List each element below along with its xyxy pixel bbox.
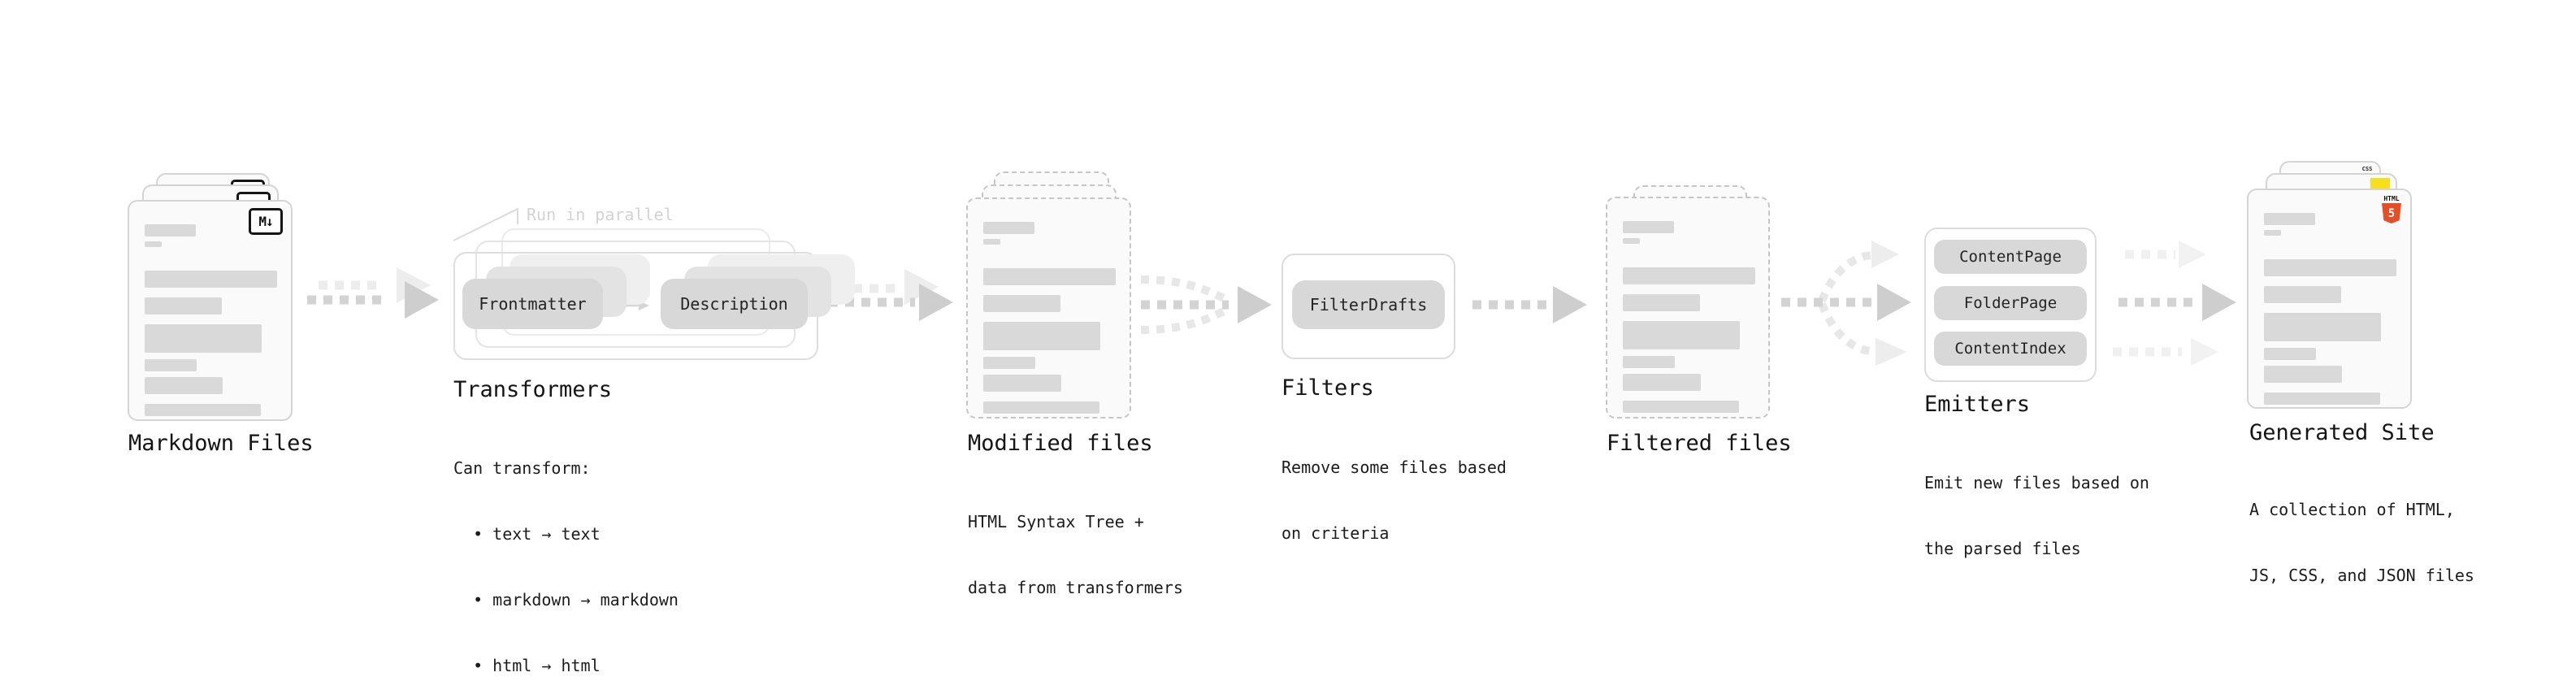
skeleton-bar	[2264, 348, 2316, 360]
arrow-modified-to-filters-converging	[1140, 275, 1272, 334]
description-line: • html → html	[453, 656, 601, 675]
skeleton-bar	[2264, 393, 2380, 405]
description-line: A collection of HTML,	[2249, 500, 2455, 519]
description-line: Emit new files based on	[1924, 473, 2149, 492]
arrow-transformers-to-modified	[829, 269, 953, 321]
skeleton-bar	[2264, 259, 2396, 276]
filters-description: Remove some files based on criteria	[1281, 413, 1507, 588]
skeleton-bar	[2264, 230, 2281, 236]
description-line: • text → text	[453, 524, 601, 544]
filtered-files-label: Filtered files	[1607, 431, 1792, 456]
emitter-contentpage-pill: ContentPage	[1934, 240, 2087, 274]
description-line: the parsed files	[1924, 539, 2081, 558]
skeleton-bar	[2264, 313, 2381, 341]
skeleton-bar	[1623, 374, 1701, 391]
markdown-files-label: Markdown Files	[128, 431, 314, 456]
generated-site-description: A collection of HTML, JS, CSS, and JSON …	[2249, 455, 2474, 631]
skeleton-bar	[1623, 401, 1739, 413]
skeleton-bar	[2264, 366, 2342, 383]
html5-icon-shield: 5	[2382, 203, 2401, 223]
description-line: Remove some files based	[1281, 458, 1507, 477]
skeleton-bar	[2264, 286, 2341, 303]
filters-label: Filters	[1281, 375, 1374, 401]
transformer-frontmatter-pill: Frontmatter	[462, 279, 603, 329]
html5-icon: HTML 5	[2381, 195, 2402, 223]
markdown-file-card-front: M↓	[128, 200, 293, 421]
modified-files-description: HTML Syntax Tree + data from transformer…	[968, 467, 1183, 643]
transformers-label: Transformers	[453, 377, 613, 402]
skeleton-bar	[145, 359, 197, 371]
run-in-parallel-annotation: Run in parallel	[527, 205, 674, 224]
modified-file-card-front	[966, 197, 1131, 419]
transformer-description-pill: Description	[661, 279, 808, 329]
arrow-emitters-to-site	[2113, 241, 2236, 366]
skeleton-bar	[983, 239, 1000, 245]
transformers-description: Can transform: • text → text • markdown …	[453, 414, 679, 681]
description-line: Can transform:	[453, 458, 591, 478]
markdown-icon: M↓	[249, 208, 283, 235]
skeleton-bar	[983, 401, 1099, 414]
skeleton-bar	[1623, 221, 1674, 233]
skeleton-bar	[145, 297, 222, 314]
skeleton-bar	[145, 224, 196, 236]
skeleton-bar	[1623, 238, 1640, 244]
skeleton-bar	[145, 271, 277, 288]
skeleton-bar	[145, 377, 223, 394]
skeleton-bar	[145, 324, 262, 353]
modified-files-label: Modified files	[968, 431, 1153, 456]
filtered-file-card-front	[1606, 197, 1770, 419]
skeleton-bar	[983, 222, 1034, 234]
arrow-markdown-to-transformers	[307, 267, 439, 319]
skeleton-bar	[1623, 356, 1675, 368]
description-line: JS, CSS, and JSON files	[2249, 566, 2474, 585]
skeleton-bar	[983, 375, 1061, 392]
description-line: HTML Syntax Tree +	[968, 512, 1144, 531]
emitters-description: Emit new files based on the parsed files	[1924, 428, 2149, 604]
skeleton-bar	[983, 322, 1100, 350]
skeleton-bar	[983, 268, 1116, 285]
skeleton-bar	[2264, 213, 2315, 225]
skeleton-bar	[1623, 294, 1700, 311]
skeleton-bar	[1623, 267, 1755, 284]
html5-icon-word: HTML	[2383, 195, 2400, 202]
emitters-label: Emitters	[1924, 392, 2031, 417]
skeleton-bar	[983, 295, 1060, 312]
emitter-contentindex-pill: ContentIndex	[1934, 332, 2087, 366]
skeleton-bar	[1623, 321, 1740, 349]
description-line: on criteria	[1281, 523, 1390, 543]
site-file-card-front: HTML 5	[2247, 189, 2412, 409]
filter-drafts-pill: FilterDrafts	[1292, 280, 1445, 329]
skeleton-bar	[983, 357, 1035, 369]
arrow-filters-to-filtered	[1472, 286, 1587, 323]
skeleton-bar	[145, 404, 261, 416]
arrow-filtered-to-emitters-diverging	[1781, 241, 1911, 366]
skeleton-bar	[145, 241, 162, 247]
run-in-parallel-leader-line	[453, 207, 518, 241]
emitter-folderpage-pill: FolderPage	[1934, 286, 2087, 320]
description-line: data from transformers	[968, 578, 1183, 597]
description-line: • markdown → markdown	[453, 590, 679, 609]
css-icon-label: CSS	[2361, 166, 2373, 172]
generated-site-label: Generated Site	[2249, 420, 2435, 445]
